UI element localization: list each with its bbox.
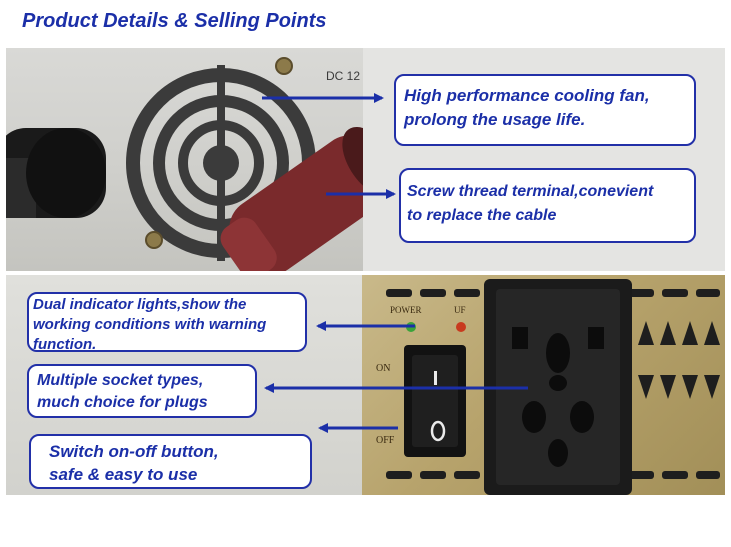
callout-line: Multiple socket types, xyxy=(37,372,204,389)
callout-indicator-lights: Dual indicator lights,show the working c… xyxy=(27,292,307,353)
power-label: POWER xyxy=(390,305,422,315)
callout-line: function. xyxy=(33,336,97,353)
dc-label: DC 12 xyxy=(326,69,360,83)
fault-led-icon xyxy=(456,322,466,332)
page-title: Product Details & Selling Points xyxy=(22,10,327,32)
callout-line: Screw thread terminal,conevient xyxy=(407,183,654,200)
callout-switch-button: Switch on-off button, safe & easy to use xyxy=(29,434,312,489)
callout-line: much choice for plugs xyxy=(37,394,208,411)
callout-socket-types: Multiple socket types, much choice for p… xyxy=(27,364,257,418)
on-label: ON xyxy=(376,363,390,374)
vent-slots xyxy=(386,289,720,479)
screw-icon xyxy=(145,231,163,249)
callout-cooling-fan: High performance cooling fan, prolong th… xyxy=(394,74,696,146)
black-terminal xyxy=(6,128,106,218)
callout-line: to replace the cable xyxy=(407,207,557,224)
socket-switch-illustration: POWER UF ON OFF xyxy=(376,279,720,495)
off-label: OFF xyxy=(376,435,395,446)
callout-line: working conditions with warning xyxy=(33,316,267,333)
universal-socket-icon xyxy=(484,279,632,495)
callout-line: safe & easy to use xyxy=(49,465,198,484)
callout-line: High performance cooling fan, xyxy=(404,86,650,105)
callout-screw-terminal: Screw thread terminal,conevient to repla… xyxy=(399,168,696,243)
callout-line: Switch on-off button, xyxy=(49,442,219,461)
uf-label: UF xyxy=(454,305,466,315)
socket-switch-photo: POWER UF ON OFF xyxy=(6,275,725,495)
callout-line: Dual indicator lights,show the xyxy=(33,296,247,313)
screw-icon xyxy=(275,57,293,75)
callout-line: prolong the usage life. xyxy=(404,110,586,129)
rocker-switch-icon xyxy=(404,345,466,457)
